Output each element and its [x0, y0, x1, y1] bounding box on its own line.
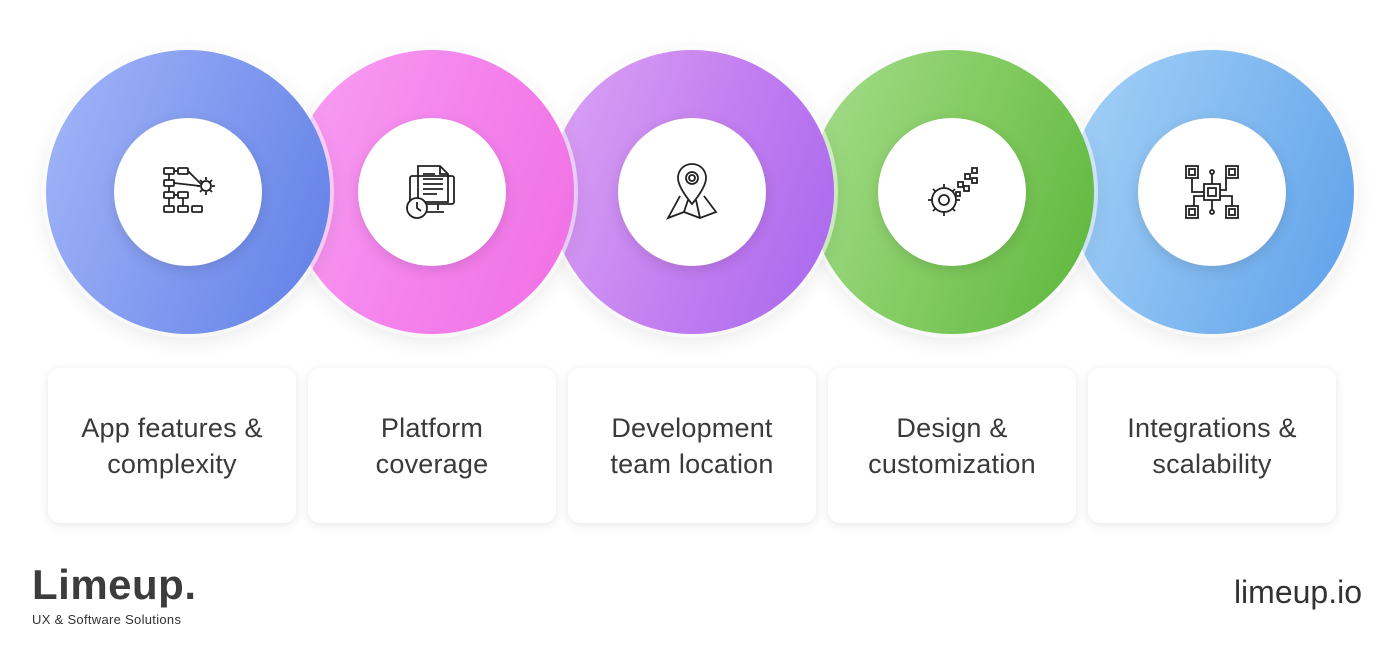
- ring-integrations-scalability: [1070, 50, 1354, 334]
- card-label: App features & complexity: [81, 412, 263, 479]
- map-pin-icon: [666, 163, 718, 220]
- card-integrations-scalability: Integrations & scalability: [1088, 368, 1336, 523]
- ring-hole: [1138, 118, 1286, 266]
- ring-hole: [114, 118, 262, 266]
- ring-design-customization: [810, 50, 1094, 334]
- document-monitor-clock-icon: [406, 165, 455, 219]
- card-app-features: App features & complexity: [48, 368, 296, 523]
- ring-platform-coverage: [290, 50, 574, 334]
- card-design-customization: Design & customization: [828, 368, 1076, 523]
- brand-tagline: UX & Software Solutions: [32, 612, 182, 627]
- brand-name: Limeup.: [32, 561, 197, 608]
- card-team-location: Development team location: [568, 368, 816, 523]
- card-label: Integrations & scalability: [1127, 412, 1297, 479]
- ring-team-location: [550, 50, 834, 334]
- gear-pixels-icon: [928, 167, 978, 216]
- ring-hole: [358, 118, 506, 266]
- ring-hole: [618, 118, 766, 266]
- feature-tree-gear-icon: [163, 167, 215, 213]
- ring-app-features: [46, 50, 330, 334]
- card-label: Development team location: [610, 412, 774, 479]
- card-label: Design & customization: [868, 412, 1036, 479]
- brand-site: limeup.io: [1233, 574, 1362, 610]
- card-platform-coverage: Platform coverage: [308, 368, 556, 523]
- card-label: Platform coverage: [375, 412, 489, 479]
- ring-hole: [878, 118, 1026, 266]
- brand-logo: Limeup. UX & Software Solutions: [32, 561, 197, 628]
- chip-integration-icon: [1185, 165, 1239, 219]
